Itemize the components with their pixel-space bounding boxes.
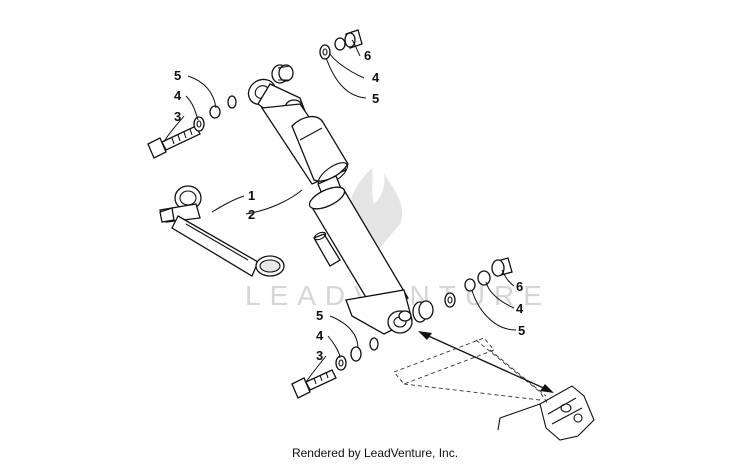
- callout-top-right-6: 6: [364, 48, 371, 63]
- bottom-right-nut-spacer: [477, 270, 491, 286]
- callout-mid-2: 2: [248, 207, 255, 222]
- callout-bottom-left-5: 5: [316, 308, 323, 323]
- arrowhead-bottom-icon: [540, 384, 554, 393]
- callout-bottom-left-4: 4: [316, 328, 324, 343]
- alignment-arrow: [418, 331, 554, 393]
- top-left-bolt: [147, 125, 201, 159]
- callout-bottom-right-4: 4: [516, 301, 524, 316]
- bottom-left-washer-4: [335, 355, 347, 371]
- callout-top-right-4: 4: [372, 70, 380, 85]
- top-left-washer-5: [209, 105, 221, 119]
- bottom-left-hardware: [291, 337, 379, 399]
- callout-top-left-5: 5: [174, 68, 181, 83]
- top-right-spacer: [271, 64, 294, 84]
- shock-reservoir-body: [260, 103, 349, 186]
- callout-mid-1: 1: [248, 188, 255, 203]
- top-left-washer-small: [227, 95, 237, 109]
- callout-bottom-right-6: 6: [516, 279, 523, 294]
- callout-bottom-right-5: 5: [518, 323, 525, 338]
- callout-top-left-4: 4: [174, 88, 182, 103]
- top-right-nut: [344, 29, 363, 49]
- shock-lower-body: [308, 186, 409, 315]
- top-left-hardware: [147, 95, 237, 159]
- render-credit: Rendered by LeadVenture, Inc.: [291, 446, 459, 460]
- bottom-left-bolt: [291, 369, 337, 399]
- arrowhead-top-icon: [418, 331, 432, 340]
- top-right-washer: [319, 44, 331, 60]
- bottom-right-hardware: [412, 257, 513, 323]
- a-arm-reference: [393, 337, 595, 441]
- callout-top-right-5: 5: [372, 91, 379, 106]
- callouts: 5 4 3 6 4 5 1 2 6 4 5 5 4 3: [174, 48, 525, 363]
- top-right-lock-washer: [334, 37, 346, 51]
- bottom-left-washer-small: [369, 337, 379, 351]
- callout-top-left-3: 3: [174, 109, 181, 124]
- bottom-right-lock-washer: [464, 278, 476, 292]
- callout-bottom-left-3: 3: [316, 348, 323, 363]
- shock-absorber: [247, 78, 413, 335]
- bottom-left-washer-5: [350, 346, 362, 362]
- bottom-right-nut: [491, 257, 513, 277]
- leader-lines: [163, 39, 517, 383]
- bottom-right-spacer: [412, 300, 434, 323]
- top-right-hardware: [271, 29, 363, 84]
- shock-pump-gauge: [159, 185, 285, 277]
- bottom-right-washer: [444, 292, 456, 308]
- shock-bottom-eye: [345, 289, 413, 335]
- top-left-washer-4: [193, 116, 205, 132]
